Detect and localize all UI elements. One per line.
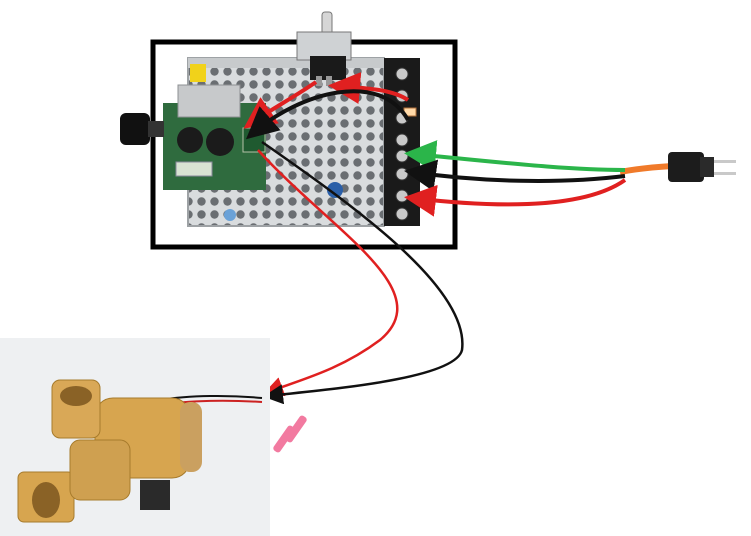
yellow-label [190,64,206,82]
terminal-block [384,58,420,226]
wire-black-terminal-to-controller [245,89,410,140]
splice-connectors [273,415,307,453]
wire-red-to-pump [257,149,399,397]
ac-plug [619,152,736,182]
wire-red-terminal-to-switch [328,72,410,104]
pump-photo [0,338,270,536]
wire-green-ground [404,140,626,173]
wire-black-neutral [404,159,626,192]
wire-red-line [404,178,627,217]
toggle-switch [296,11,352,86]
capacitor-left [177,127,203,153]
pwm-controller [120,84,266,190]
heatsink [177,84,241,118]
capacitor-right [206,128,234,156]
wire-black-to-pump [261,140,464,405]
speed-knob [120,113,150,145]
